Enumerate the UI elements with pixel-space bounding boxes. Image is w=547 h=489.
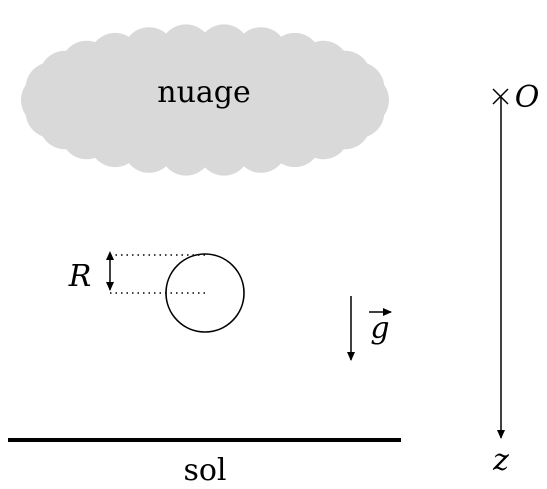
cloud-bump bbox=[198, 123, 250, 176]
cloud-label: nuage bbox=[157, 75, 251, 110]
cloud-bump bbox=[198, 24, 250, 77]
gravity-label: g bbox=[370, 311, 389, 346]
cloud-bump bbox=[332, 62, 385, 114]
sphere: R bbox=[68, 251, 245, 333]
cloud-bump bbox=[160, 24, 212, 77]
z-axis: O z bbox=[492, 80, 539, 478]
ground-label: sol bbox=[183, 453, 226, 488]
origin-label: O bbox=[515, 80, 540, 115]
radius-label: R bbox=[68, 259, 92, 294]
gravity-vector: g bbox=[347, 296, 392, 361]
cloud-bump bbox=[123, 27, 175, 80]
axis-label: z bbox=[492, 443, 509, 478]
ground: sol bbox=[8, 438, 401, 488]
origin-cross bbox=[492, 88, 509, 105]
cloud: nuage bbox=[21, 24, 389, 176]
cloud-shape bbox=[21, 24, 389, 176]
cloud-bump bbox=[235, 120, 287, 173]
cloud-bump bbox=[160, 123, 212, 176]
